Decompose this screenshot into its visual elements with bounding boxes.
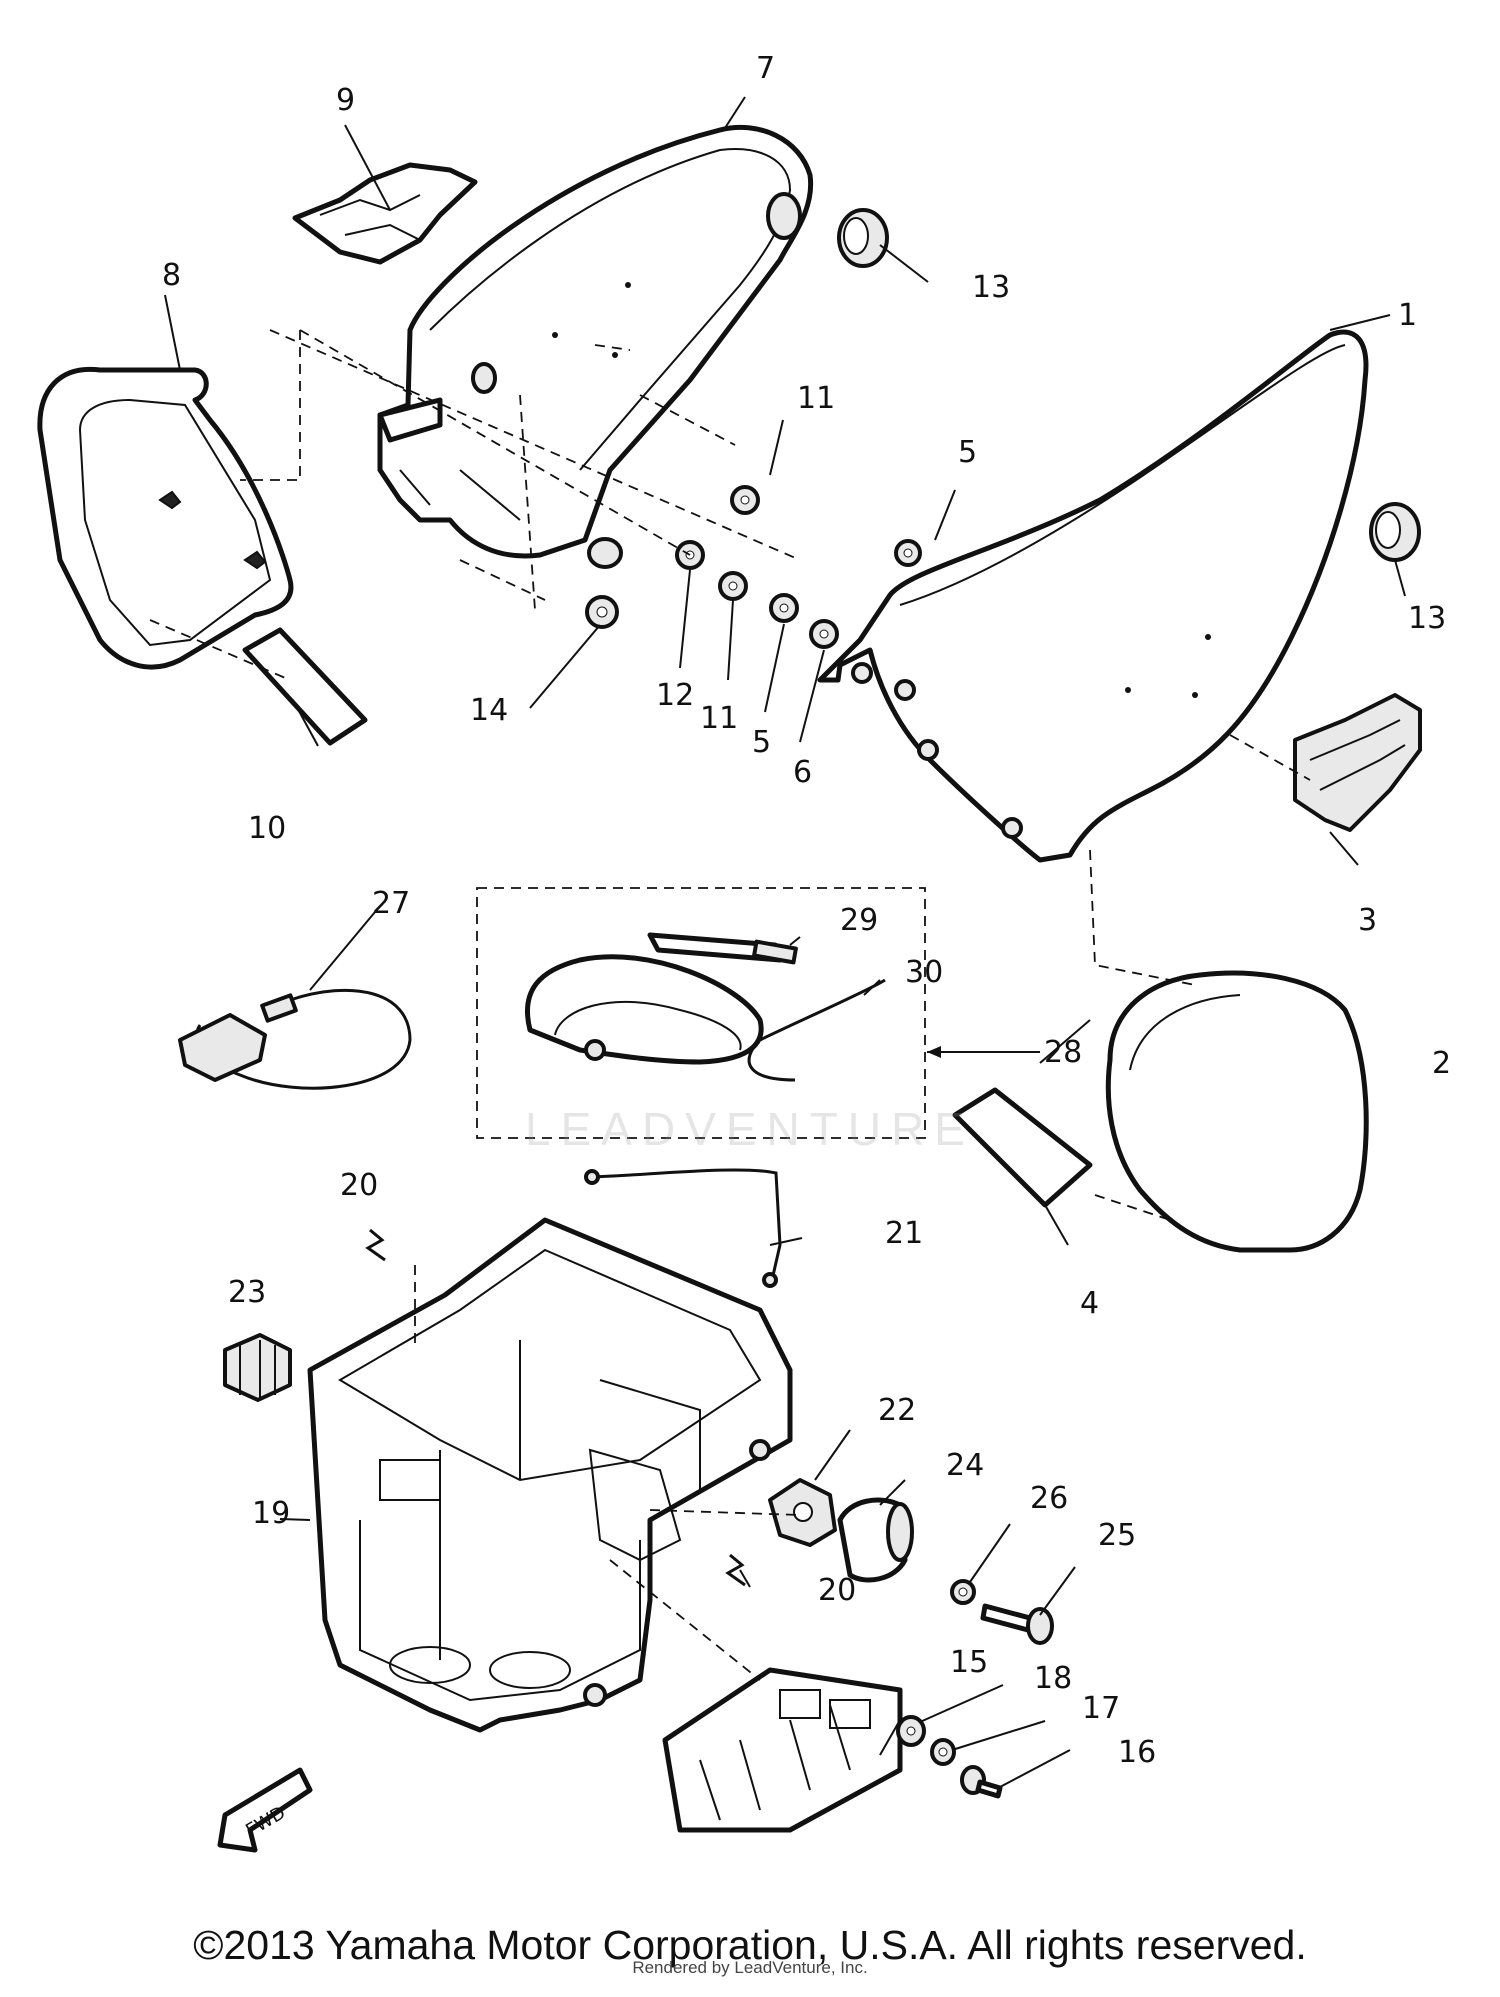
callout-c24: 24	[946, 1448, 984, 1483]
callout-c20a: 20	[340, 1168, 378, 1203]
part-9-emblem	[292, 162, 478, 265]
callout-c27: 27	[372, 886, 410, 921]
grommets	[837, 208, 1421, 562]
callout-c26: 26	[1030, 1481, 1068, 1516]
part-10-pad	[242, 627, 368, 746]
callout-c28: 28	[1044, 1035, 1082, 1070]
callout-c29: 29	[840, 903, 878, 938]
part-19-battery-box	[307, 1217, 793, 1733]
callout-c5b: 5	[752, 725, 771, 760]
assembly-lines	[149, 329, 1311, 1681]
callout-c21: 21	[885, 1216, 923, 1251]
callout-c5a: 5	[958, 435, 977, 470]
callout-c11a: 11	[797, 381, 835, 416]
part-1-side-cover-right	[817, 329, 1369, 863]
part-28-kit-box	[476, 887, 926, 1139]
callout-c15: 15	[950, 1645, 988, 1680]
part-24-damper	[837, 1497, 914, 1583]
part-16-17-18-hardware	[896, 1715, 1003, 1799]
callout-c14: 14	[470, 693, 508, 728]
part-22-connector	[768, 1478, 837, 1547]
part-8-cover-frame	[37, 366, 294, 670]
callout-c13a: 13	[972, 270, 1010, 305]
watermark: LEADVENTURE	[525, 1103, 975, 1155]
callout-c17: 17	[1082, 1691, 1120, 1726]
part-15-fuse-block	[662, 1667, 903, 1833]
callout-c25: 25	[1098, 1518, 1136, 1553]
callout-c6: 6	[793, 755, 812, 790]
part-7-side-cover-left	[377, 124, 814, 569]
callout-labels: 1234556789101111121313141516171819202021…	[162, 51, 1451, 1770]
callout-c10: 10	[248, 811, 286, 846]
part-2-cover	[1105, 970, 1369, 1253]
callout-c16: 16	[1118, 1735, 1156, 1770]
fwd-arrow: FWD	[217, 1767, 313, 1853]
callout-c3: 3	[1358, 903, 1377, 938]
washers	[585, 485, 922, 649]
callout-c11b: 11	[700, 701, 738, 736]
callout-c7: 7	[756, 51, 775, 86]
leader-lines	[164, 96, 1406, 1788]
part-20-clips	[365, 1228, 746, 1587]
callout-c13b: 13	[1408, 601, 1446, 636]
callout-c22: 22	[878, 1393, 916, 1428]
callout-c19: 19	[252, 1496, 290, 1531]
callout-c8: 8	[162, 258, 181, 293]
callout-c2: 2	[1432, 1046, 1451, 1081]
part-4-pad	[952, 1087, 1093, 1208]
copyright-footer: ©2013 Yamaha Motor Corporation, U.S.A. A…	[193, 1922, 1307, 1968]
callout-c18: 18	[1034, 1661, 1072, 1696]
callout-c12: 12	[656, 678, 694, 713]
callout-c1: 1	[1398, 298, 1417, 333]
part-21-rod	[584, 1168, 782, 1288]
part-3-emblem	[1293, 693, 1422, 832]
part-27-cable	[178, 988, 412, 1090]
part-25-26-bolt	[950, 1579, 1054, 1645]
rendered-by-note: Rendered by LeadVenture, Inc.	[632, 1958, 868, 1977]
callout-c4: 4	[1080, 1286, 1099, 1321]
callout-c30: 30	[905, 955, 943, 990]
part-23-connector	[223, 1333, 292, 1402]
callout-c23: 23	[228, 1275, 266, 1310]
callout-c9: 9	[336, 83, 355, 118]
callout-c20b: 20	[818, 1573, 856, 1608]
